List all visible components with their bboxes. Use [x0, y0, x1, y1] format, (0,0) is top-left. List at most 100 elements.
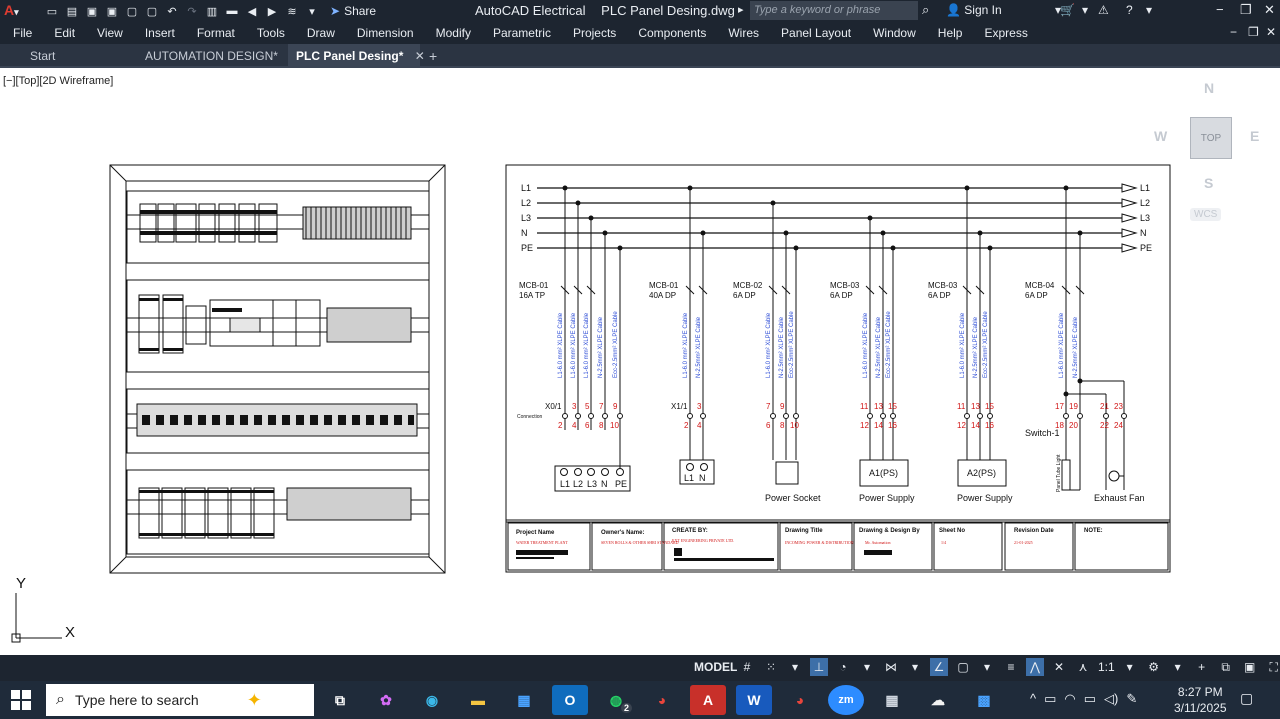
whatsapp-icon[interactable]: ◍2 [598, 685, 634, 715]
model-space-toggle[interactable]: MODEL [694, 660, 738, 674]
photos-icon[interactable]: ▩ [977, 691, 991, 708]
menu-modify[interactable]: Modify [435, 26, 471, 40]
viewcube-top-face[interactable]: TOP [1190, 117, 1232, 159]
paint-icon[interactable]: ☁ [931, 691, 945, 708]
search-icon[interactable]: ⌕ [922, 2, 930, 17]
auto-scale-icon[interactable]: ✕ [1053, 660, 1065, 674]
viewport-controls[interactable]: [−][Top][2D Wireframe] [3, 75, 114, 87]
copilot-icon[interactable]: ✿ [380, 691, 392, 708]
help-icon[interactable]: ? [1126, 3, 1133, 17]
polar-dropdown-icon[interactable]: ▾ [863, 660, 871, 674]
tab-plc-panel-desing[interactable]: PLC Panel Desing* ✕ [288, 44, 425, 68]
notification-icon[interactable]: ▢ [1240, 690, 1254, 706]
outlook-icon[interactable]: O [552, 685, 588, 715]
lineweight-icon[interactable]: ≡ [1007, 660, 1015, 674]
annotation-scale[interactable]: 1:1 [1098, 660, 1115, 674]
sign-in-button[interactable]: 👤 Sign In ▾ [946, 3, 1061, 17]
cart-dropdown-icon[interactable]: ▾ [1082, 3, 1089, 17]
menu-wires[interactable]: Wires [728, 26, 760, 40]
file-explorer-icon[interactable]: ▬ [471, 692, 485, 708]
workspace-icon[interactable]: ≋ [287, 5, 297, 18]
plot-icon[interactable]: ▥ [206, 5, 218, 18]
volume-icon[interactable]: ◁) [1104, 691, 1119, 706]
autocad-logo-icon[interactable]: A▾ [4, 2, 19, 18]
pen-icon[interactable]: ✎ [1126, 691, 1138, 706]
back-arrow-icon[interactable]: ◀ [247, 5, 257, 18]
new-file-icon[interactable]: ▭ [46, 5, 58, 18]
menu-parametric[interactable]: Parametric [492, 26, 551, 40]
search-expand-icon[interactable]: ▸ [738, 4, 744, 16]
viewcube-north[interactable]: N [1204, 80, 1215, 96]
annotation-scale-icon[interactable]: ⋏ [1078, 660, 1088, 674]
forward-arrow-icon[interactable]: ▶ [267, 5, 277, 18]
annotation-visibility-icon[interactable]: ⋀ [1026, 658, 1044, 676]
doc-restore-icon[interactable]: ❐ [1248, 25, 1259, 39]
publish-icon[interactable]: ▬ [226, 5, 238, 17]
tab-start[interactable]: Start [22, 44, 134, 68]
snap-icon[interactable]: ⁙ [765, 660, 777, 674]
wcs-menu[interactable]: WCS [1190, 208, 1222, 221]
taskbar-search-box[interactable]: ⌕ Type here to search ✦ [46, 684, 314, 716]
maximize-icon[interactable]: ❐ [1240, 2, 1252, 17]
share-button[interactable]: ➤ Share [330, 4, 376, 18]
workspace-dropdown-icon[interactable]: ▾ [1174, 660, 1181, 674]
plus-icon[interactable]: + [1198, 660, 1206, 674]
osnap-icon[interactable]: ▢ [957, 660, 969, 674]
undo-icon[interactable]: ↶ [167, 5, 177, 18]
polar-icon[interactable]: ◔ [839, 660, 847, 674]
zoom-icon[interactable]: zm [828, 685, 864, 715]
fullscreen-icon[interactable]: ⛶ [1269, 659, 1278, 674]
menu-express[interactable]: Express [984, 26, 1028, 40]
web-mobile-open-icon[interactable]: ▢ [126, 5, 138, 18]
help-dropdown-icon[interactable]: ▾ [1146, 3, 1153, 17]
viewcube-west[interactable]: W [1154, 128, 1168, 144]
tab-automation-design[interactable]: AUTOMATION DESIGN* ✕ [137, 44, 299, 68]
viewcube-east[interactable]: E [1250, 128, 1260, 144]
wifi-icon[interactable]: ◠ [1064, 691, 1076, 706]
isolate-icon[interactable]: ▣ [1244, 660, 1256, 674]
isometric-icon[interactable]: ⋈ [885, 660, 897, 674]
close-icon[interactable]: ✕ [1264, 2, 1275, 17]
microsoft-store-icon[interactable]: ▦ [517, 691, 531, 708]
grid-icon[interactable]: # [743, 660, 751, 674]
calculator-icon[interactable]: ▦ [885, 691, 899, 708]
edge-icon[interactable]: ◉ [425, 691, 439, 708]
redo-icon[interactable]: ↷ [187, 5, 197, 18]
ortho-icon[interactable]: ⊥ [810, 658, 828, 676]
cart-icon[interactable]: 🛒 [1060, 3, 1075, 17]
menu-edit[interactable]: Edit [54, 26, 76, 40]
qat-dropdown-icon[interactable]: ▾ [309, 5, 315, 18]
meet-now-icon[interactable]: ▭ [1044, 691, 1057, 706]
save-icon[interactable]: ▣ [86, 5, 98, 18]
chrome-profile-icon[interactable]: ◕ [795, 692, 805, 708]
doc-close-icon[interactable]: ✕ [1266, 25, 1277, 39]
menu-window[interactable]: Window [873, 26, 916, 40]
task-view-icon[interactable]: ⧉ [335, 691, 345, 708]
autocad-taskbar-icon[interactable]: A [690, 685, 726, 715]
new-tab-plus-icon[interactable]: + [429, 48, 438, 64]
autodesk-a360-icon[interactable]: ⚠ [1098, 3, 1109, 17]
menu-components[interactable]: Components [638, 26, 707, 40]
search-input[interactable]: Type a keyword or phrase [750, 1, 918, 20]
doc-minimize-icon[interactable]: − [1230, 25, 1238, 39]
close-icon[interactable]: ✕ [414, 49, 425, 63]
menu-tools[interactable]: Tools [256, 26, 285, 40]
word-icon[interactable]: W [736, 685, 772, 715]
object-track-icon[interactable]: ∠ [930, 658, 948, 676]
units-icon[interactable]: ⧉ [1221, 659, 1230, 674]
open-folder-icon[interactable]: ▤ [66, 5, 78, 18]
menu-dimension[interactable]: Dimension [356, 26, 414, 40]
battery-icon[interactable]: ▭ [1083, 691, 1097, 706]
menu-panel-layout[interactable]: Panel Layout [781, 26, 852, 40]
web-mobile-save-icon[interactable]: ▢ [146, 5, 158, 18]
menu-insert[interactable]: Insert [144, 26, 175, 40]
menu-help[interactable]: Help [937, 26, 963, 40]
minimize-icon[interactable]: − [1216, 2, 1224, 17]
drawing-canvas[interactable]: [−][Top][2D Wireframe] [0, 70, 1280, 655]
chrome-icon[interactable]: ◕ [657, 692, 667, 708]
menu-file[interactable]: File [13, 26, 33, 40]
menu-format[interactable]: Format [196, 26, 235, 40]
snap-dropdown-icon[interactable]: ▾ [791, 660, 799, 674]
taskbar-clock[interactable]: 8:27 PM 3/11/2025 [1174, 684, 1227, 716]
menu-projects[interactable]: Projects [572, 26, 617, 40]
